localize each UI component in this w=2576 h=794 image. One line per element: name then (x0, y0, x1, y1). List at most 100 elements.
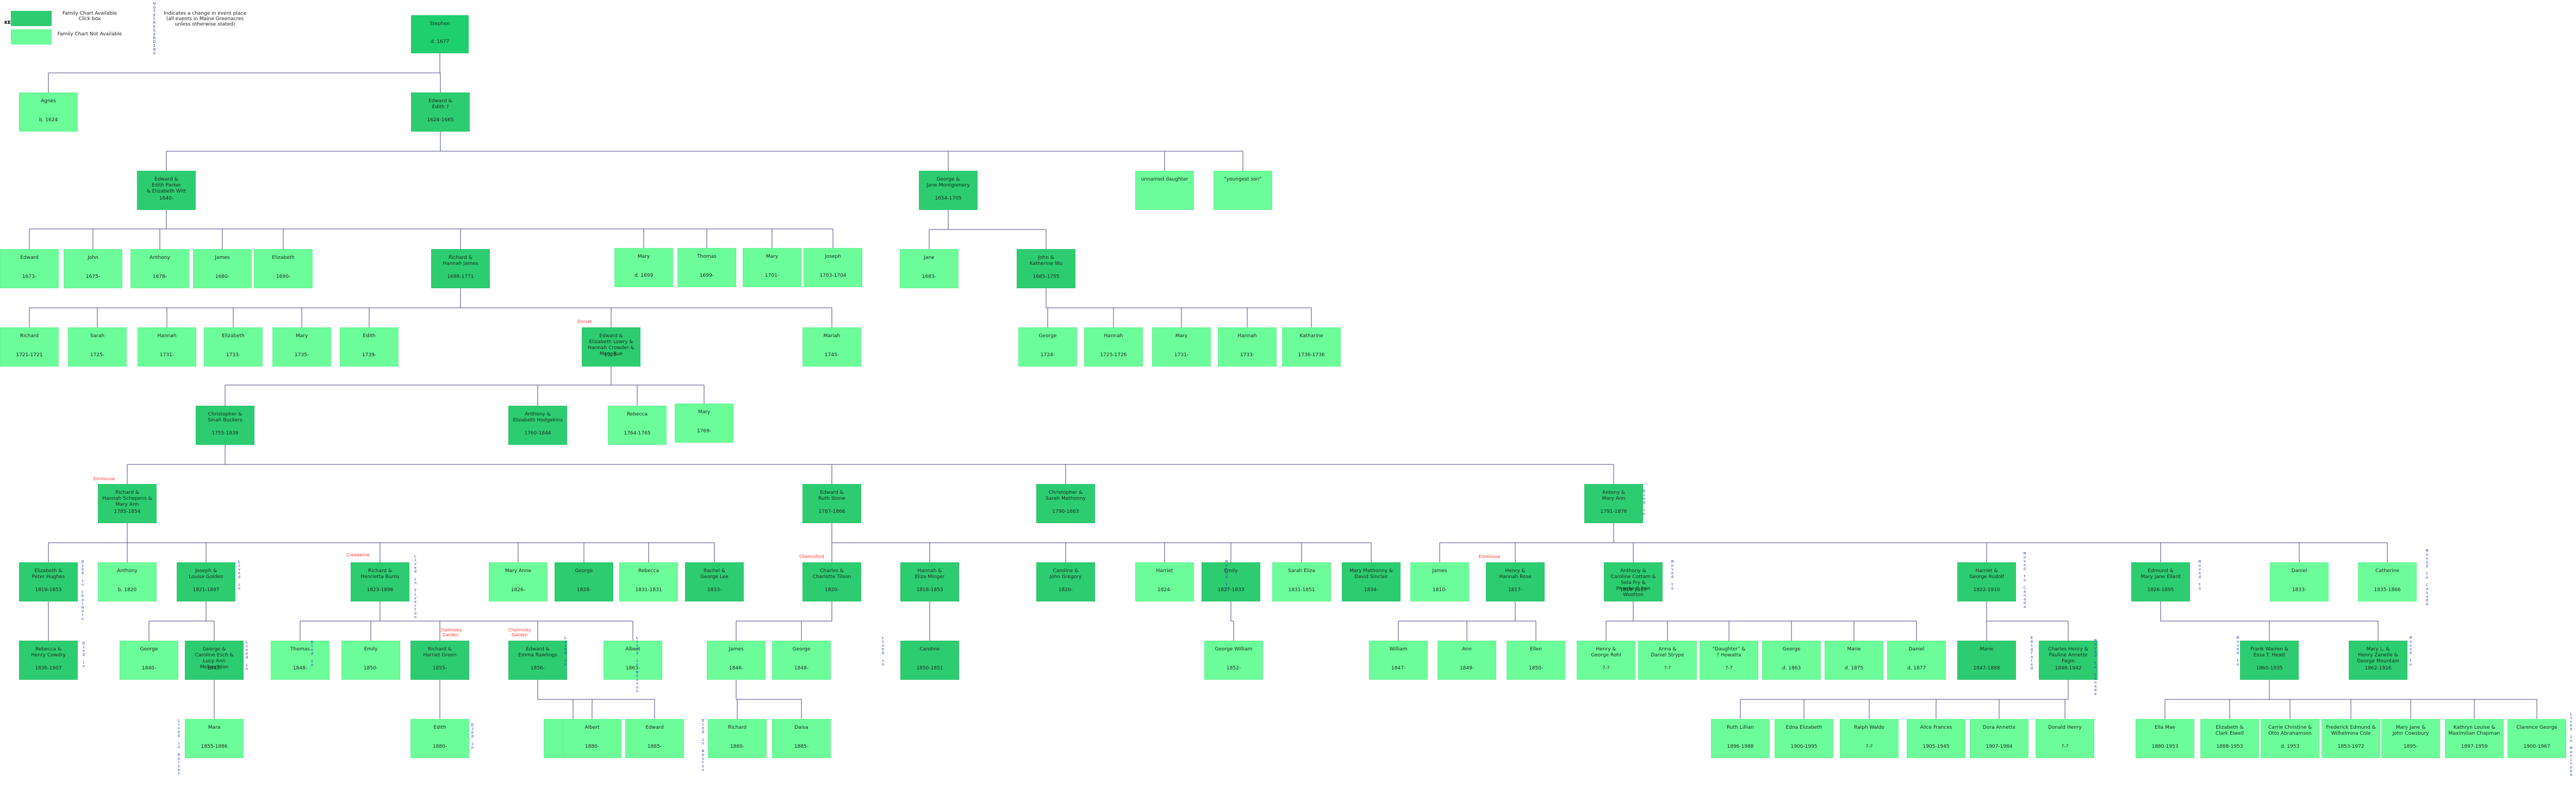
person-dates: 1760-1844 (524, 431, 551, 436)
person-name: Charles Henry & Pauline Annette Fagin (2048, 647, 2088, 664)
person-name: Ella Mae (2155, 725, 2175, 730)
person-name: Albert (625, 647, 640, 652)
person-dates: 1764-1765 (624, 431, 651, 436)
person-dates: 1675- (85, 274, 101, 280)
person-dates: 1907-1984 (1986, 744, 2013, 749)
vertical-note: M o v e d t o C a n a d a (2023, 551, 2026, 609)
person-name: John & Katherine Wu (1029, 255, 1063, 266)
person-name: Edward & Emma Rawlings (518, 647, 557, 658)
person-name: Daisa (794, 725, 808, 730)
person-name: Christopher & Sarah Mathonny (1046, 490, 1086, 501)
legend-not-available-text: Family Chart Not Available (57, 32, 122, 37)
legend-swatch-available (11, 11, 52, 26)
person-dates: 1731- (159, 352, 175, 358)
person-box[interactable]: Edward & Elizabeth Lowry & Hannah Crowde… (582, 327, 640, 367)
person-dates: 1880- (730, 744, 745, 749)
person-name: Dora Annette (1982, 725, 2016, 730)
person-name: Edward & Elizabeth Lowry & Hannah Crowde… (588, 333, 634, 357)
person-name: Harriet (1156, 568, 1173, 574)
person-name: Anthony & Elizabeth Hodgekins (513, 412, 563, 423)
person-box[interactable]: Anthony & Caroline Cottam & Sela Fry & P… (1604, 562, 1663, 601)
person-dates: d. 1875 (1844, 666, 1864, 671)
person-name: Mary (1175, 333, 1188, 339)
person-dates: 1721-1721 (16, 352, 43, 358)
person-name: Hannah & Eliza Minger (914, 568, 945, 580)
person-dates: 1831-1831 (635, 587, 662, 593)
person-name: "youngest son" (1224, 177, 1262, 182)
person-dates: 1833- (2292, 587, 2307, 593)
person-box[interactable]: Edward & Edith ?1624-1665 (411, 92, 470, 132)
person-name: Anthony & Caroline Cottam & Sela Fry & P… (1610, 568, 1656, 598)
person-box[interactable]: Mary L. & Henry Zanelle & George Mountai… (2349, 641, 2407, 680)
person-dates: 1820- (824, 587, 839, 593)
person-name: Richard & Hannah Schepens & Mary Ann (102, 490, 152, 507)
person-dates: 1850- (363, 666, 378, 671)
person-name: Sarah (90, 333, 105, 339)
person-dates: 1855-1886 (201, 744, 228, 749)
person-dates: 1745- (824, 352, 839, 358)
place-change-note: Dorset (577, 319, 592, 324)
vertical-note: D i e d i n (1642, 489, 1646, 516)
person-dates: 1897-1959 (2461, 744, 2488, 749)
person-box[interactable]: Anthony & Elizabeth Hodgekins 1760-1844 (508, 406, 567, 445)
person-name: Elizabeth & Clark Elwell (2215, 725, 2244, 736)
vertical-note: L i v e d i n W e s t o n (636, 636, 639, 693)
person-dates: ?-? (1664, 666, 1671, 671)
vertical-note: E m i g r a t e d (2030, 636, 2033, 671)
person-name: Rebecca (626, 412, 648, 417)
person-dates: 1834- (1364, 587, 1379, 593)
person-name: Edward (645, 725, 664, 730)
person-box[interactable]: George & Caroline Esch & Lucy Ann Melanc… (185, 641, 244, 680)
person-dates: 1848- (293, 666, 308, 671)
person-name: Frederick Edmund & Wilhelmina Cole (2326, 725, 2376, 736)
person-dates: 1698-1771 (447, 274, 474, 280)
person-name: Daniel (2291, 568, 2307, 574)
person-dates: 1849- (1459, 666, 1474, 671)
person-dates: 1850-1851 (916, 666, 943, 671)
vertical-note: D i e d i n (310, 640, 314, 667)
person-name: Mary (698, 410, 711, 415)
